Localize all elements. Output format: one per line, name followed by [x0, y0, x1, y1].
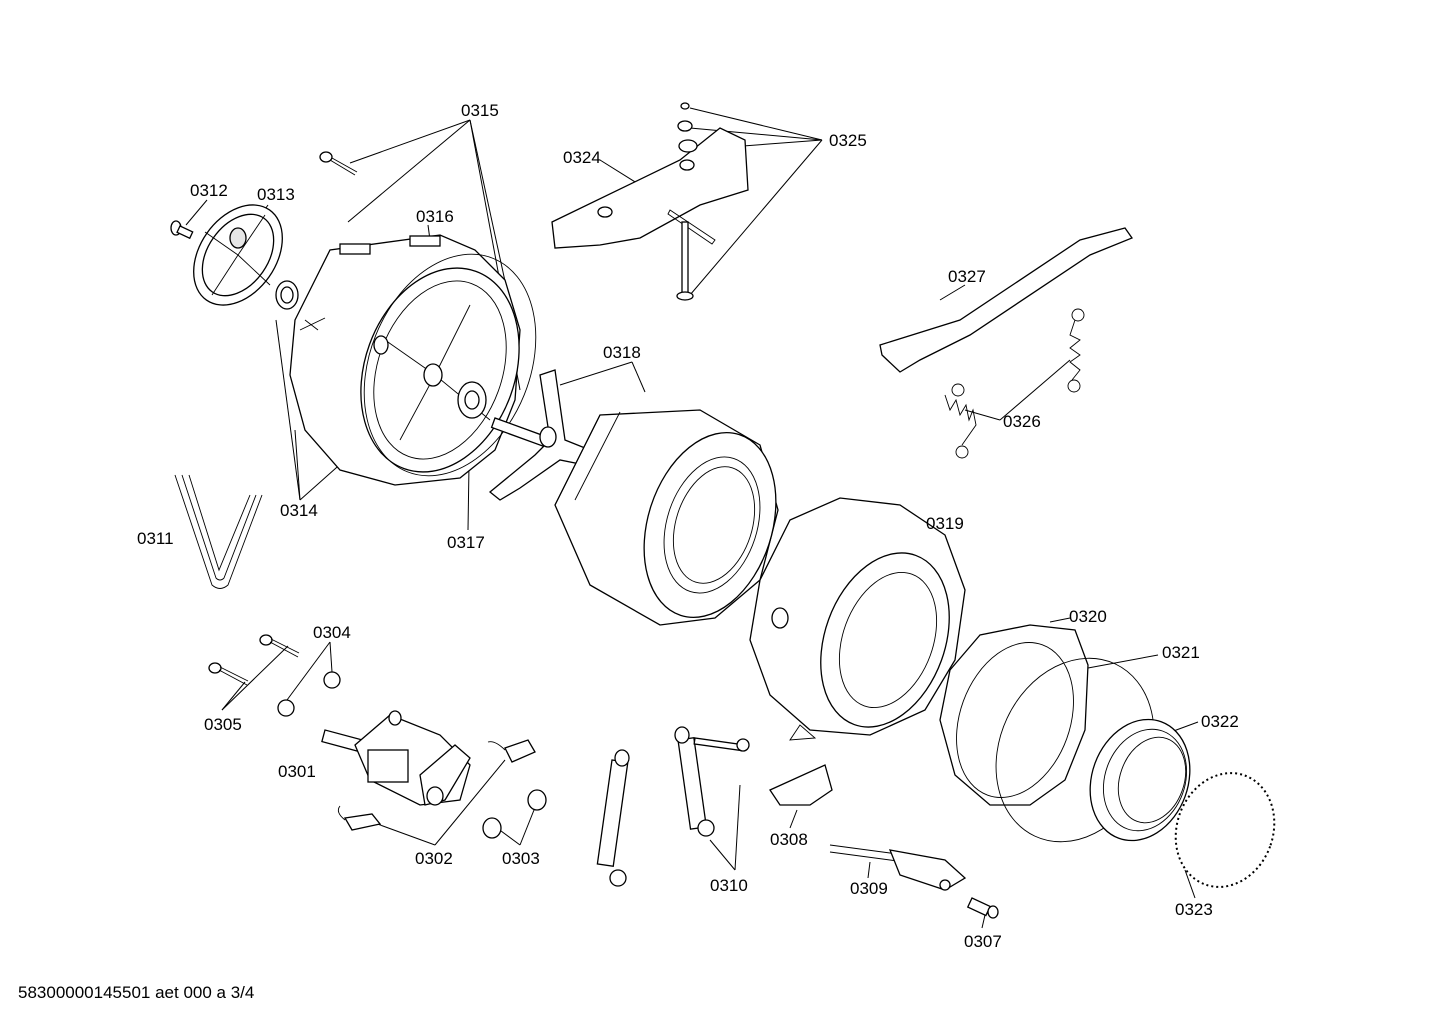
- part-0315-gasket: [363, 253, 537, 477]
- part-0322-bellow: [1089, 718, 1191, 842]
- label-0321: 0321: [1162, 643, 1200, 662]
- part-0310-shock-absorber-left: [596, 749, 630, 887]
- part-0303-bushings: [482, 789, 547, 839]
- part-0327-brace: [879, 227, 1134, 373]
- part-0326-spring-left: [944, 383, 977, 459]
- part-bearing-ring: [275, 280, 299, 310]
- part-0316-rear-tub: [289, 234, 521, 486]
- label-0312: 0312: [190, 181, 228, 200]
- part-0308-sensor: [769, 764, 833, 806]
- label-0315: 0315: [461, 101, 499, 120]
- part-0324-bracket: [551, 127, 749, 249]
- label-0316: 0316: [416, 207, 454, 226]
- label-0318: 0318: [603, 343, 641, 362]
- part-0309-heater: [829, 844, 967, 891]
- label-0311: 0311: [137, 529, 174, 548]
- part-0318-spider: [488, 369, 591, 501]
- label-0325: 0325: [829, 131, 867, 150]
- part-0317-seal: [457, 381, 487, 419]
- part-0310-shock-absorber-right: [674, 726, 750, 837]
- label-0317: 0317: [447, 533, 485, 552]
- part-0315-screw: [319, 151, 358, 176]
- label-0309: 0309: [850, 879, 888, 898]
- label-0322: 0322: [1201, 712, 1239, 731]
- label-0305: 0305: [204, 715, 242, 734]
- part-0319-front-tub: [749, 497, 966, 741]
- part-0311-belt: [174, 474, 263, 589]
- label-0324: 0324: [563, 148, 601, 167]
- part-0323-clamp-spring: [1174, 772, 1276, 888]
- label-0303: 0303: [502, 849, 540, 868]
- label-0319: 0319: [926, 514, 964, 533]
- label-0327: 0327: [948, 267, 986, 286]
- label-0310: 0310: [710, 876, 748, 895]
- label-0323: 0323: [1175, 900, 1213, 919]
- label-0326: 0326: [1003, 412, 1041, 431]
- label-0301: 0301: [278, 762, 316, 781]
- part-0312-bolt: [170, 220, 194, 240]
- label-0314: 0314: [280, 501, 318, 520]
- part-0301-motor: [321, 710, 471, 806]
- part-0305-screws: [208, 634, 300, 686]
- part-0307-screw: [966, 897, 999, 919]
- label-0320: 0320: [1069, 607, 1107, 626]
- label-0313: 0313: [257, 185, 295, 204]
- part-0304-bushings: [277, 671, 341, 717]
- part-0302-brushes: [337, 739, 536, 831]
- part-0320-ring: [939, 624, 1089, 806]
- part-0325-fasteners: [676, 102, 698, 301]
- part-drum: [554, 409, 779, 626]
- footer-document-id: 58300000145501 aet 000 a 3/4: [18, 983, 254, 1002]
- label-0304: 0304: [313, 623, 351, 642]
- label-0308: 0308: [770, 830, 808, 849]
- part-0313-pulley: [193, 204, 283, 306]
- label-0307: 0307: [964, 932, 1002, 951]
- part-0326-spring-right: [1067, 308, 1085, 393]
- label-0302: 0302: [415, 849, 453, 868]
- part-labels: 0315 0324 0325 0312 0313 0316 0327 0318 …: [137, 101, 1239, 951]
